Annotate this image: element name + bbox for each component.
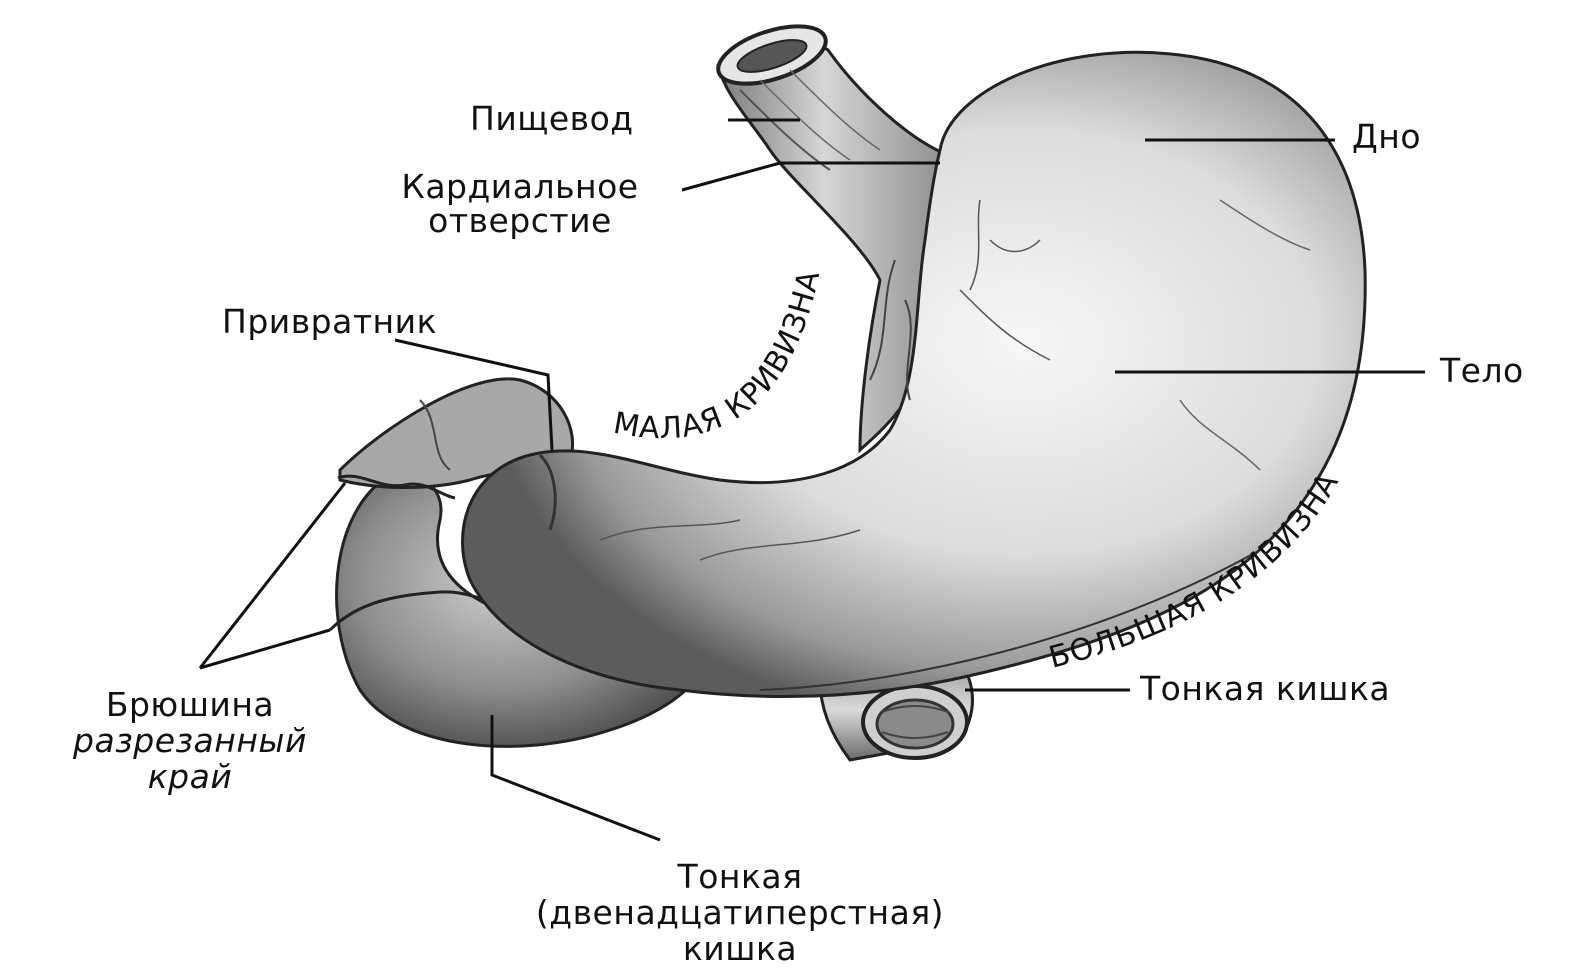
duodenum-label-line1: Тонкая bbox=[520, 858, 960, 896]
lesser-curvature-label: МАЛАЯ КРИВИЗНА bbox=[611, 267, 828, 447]
fundus-label: Дно bbox=[1352, 118, 1421, 156]
leader-peritoneum-2 bbox=[200, 630, 330, 668]
body-label: Тело bbox=[1440, 352, 1524, 390]
cardia-label-line2: отверстие bbox=[355, 202, 685, 240]
pylorus-label: Привратник bbox=[222, 303, 437, 341]
peritoneum-label-line1: Брюшина bbox=[40, 686, 340, 724]
small-intestine-label: Тонкая кишка bbox=[1140, 670, 1390, 708]
esophagus-label: Пищевод bbox=[470, 100, 634, 138]
peritoneum-label-line2: разрезанный bbox=[30, 722, 350, 760]
peritoneum-label-line3: край bbox=[40, 758, 340, 796]
leader-peritoneum-1 bbox=[200, 483, 345, 668]
duodenum-label-line3: кишка bbox=[520, 930, 960, 968]
duodenum-label-line2: (двенадцатиперстная) bbox=[470, 894, 1010, 932]
